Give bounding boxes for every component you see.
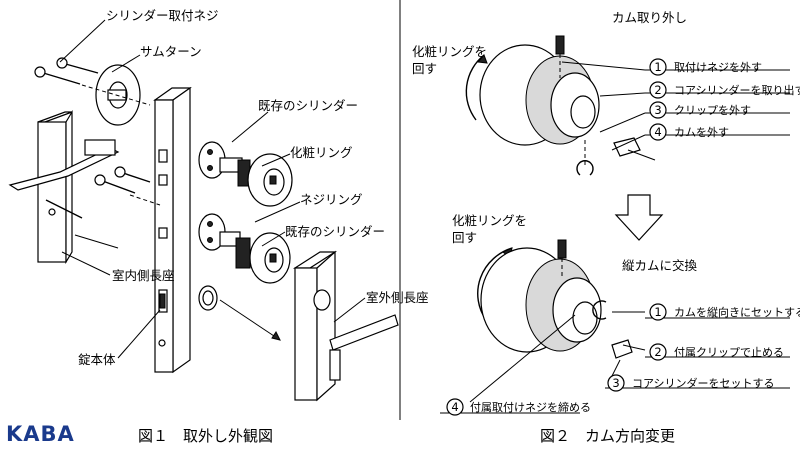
cylinder-assembly-top bbox=[465, 35, 656, 176]
removal-steps: 1 取付けネジを外す 2 コアシリンダーを取り出す 3 クリップを外す 4 カム… bbox=[561, 58, 800, 151]
removal-rotate-note-line1: 化粧リングを bbox=[412, 44, 487, 59]
door-edge bbox=[153, 86, 192, 374]
label-outside-plate: 室外側長座 bbox=[366, 290, 429, 305]
guide-line bbox=[219, 299, 281, 341]
cylinder-assembly-bottom bbox=[477, 239, 633, 359]
install-rotate-note-line2: 回す bbox=[452, 230, 477, 245]
leader-line bbox=[261, 231, 286, 247]
step-badge bbox=[649, 303, 667, 321]
removal-rotate-note-line2: 回す bbox=[412, 61, 437, 76]
step-badge bbox=[649, 81, 667, 99]
removal-title: カム取り外し bbox=[612, 10, 687, 25]
leader-line bbox=[231, 111, 269, 143]
guide-line bbox=[74, 234, 119, 249]
step-text: カムを縦向きにセットする bbox=[674, 305, 800, 319]
step-text: 付属クリップで止める bbox=[674, 346, 784, 359]
label-inside-plate: 室内側長座 bbox=[112, 268, 175, 283]
step-text: コアシリンダーをセットする bbox=[632, 376, 775, 390]
step-number: 3 bbox=[612, 376, 619, 390]
label-screw-ring: ネジリング bbox=[300, 192, 363, 207]
step-number: 2 bbox=[654, 345, 661, 359]
step-number: 4 bbox=[451, 400, 458, 414]
label-existing-cylinder-bottom: 既存のシリンダー bbox=[285, 224, 385, 239]
leader-line bbox=[261, 153, 291, 167]
leader-line bbox=[254, 201, 301, 223]
ring-part-inner bbox=[202, 290, 214, 306]
figure2: カム取り外し 化粧リングを 回す 1 bbox=[412, 10, 800, 416]
leader-line bbox=[111, 54, 141, 73]
step-number: 1 bbox=[654, 305, 661, 319]
step-badge bbox=[649, 343, 667, 361]
guide-line bbox=[81, 84, 151, 106]
label-lock-body: 錠本体 bbox=[78, 352, 116, 367]
step-number: 1 bbox=[654, 60, 661, 74]
outside-plate-drawing bbox=[292, 250, 399, 402]
guide-line bbox=[129, 194, 161, 206]
step-number: 2 bbox=[654, 83, 661, 97]
step-badge bbox=[649, 101, 667, 119]
leader-line bbox=[59, 19, 106, 63]
label-escutcheon-ring: 化粧リング bbox=[290, 145, 353, 160]
step-text: 付属取付けネジを締める bbox=[470, 400, 591, 414]
step-badge bbox=[607, 374, 625, 392]
step-text: コアシリンダーを取り出す bbox=[674, 83, 800, 97]
step-text: カムを外す bbox=[674, 126, 729, 139]
figure2-caption: 図２ カム方向変更 bbox=[540, 427, 675, 445]
step-number: 4 bbox=[654, 125, 661, 139]
step-text: 取付けネジを外す bbox=[674, 61, 762, 74]
install-rotate-note-line1: 化粧リングを bbox=[452, 213, 527, 228]
install-steps: 1 カムを縦向きにセットする 2 付属クリップで止める 3 コアシリンダーをセッ… bbox=[440, 303, 800, 416]
kaba-logo: KABA bbox=[6, 422, 75, 446]
label-cylinder-screw: シリンダー取付ネジ bbox=[106, 8, 219, 23]
step-badge bbox=[649, 58, 667, 76]
step-badge bbox=[649, 123, 667, 141]
figure1-caption: 図１ 取外し外観図 bbox=[138, 427, 273, 445]
down-arrow-icon bbox=[614, 194, 664, 241]
step-text: クリップを外す bbox=[674, 104, 751, 117]
leader-line bbox=[117, 309, 161, 359]
existing-cylinder-top-drawing bbox=[198, 141, 293, 207]
thumbturn-drawing bbox=[95, 64, 141, 126]
label-existing-cylinder-top: 既存のシリンダー bbox=[258, 98, 358, 113]
inside-plate-drawing bbox=[8, 109, 120, 265]
cylinder-screws bbox=[34, 57, 151, 194]
label-thumbturn: サムターン bbox=[140, 44, 202, 59]
leader-line bbox=[333, 297, 366, 323]
leader-line bbox=[61, 251, 111, 276]
existing-cylinder-bottom-drawing bbox=[198, 213, 291, 284]
install-title: 縦カムに交換 bbox=[622, 258, 698, 273]
arrow-head bbox=[271, 331, 281, 341]
step-badge bbox=[446, 398, 464, 416]
step-number: 3 bbox=[654, 103, 661, 117]
figure1: シリンダー取付ネジ サムターン 既存のシリンダー 化粧リング ネジリング 既存の… bbox=[8, 8, 429, 402]
